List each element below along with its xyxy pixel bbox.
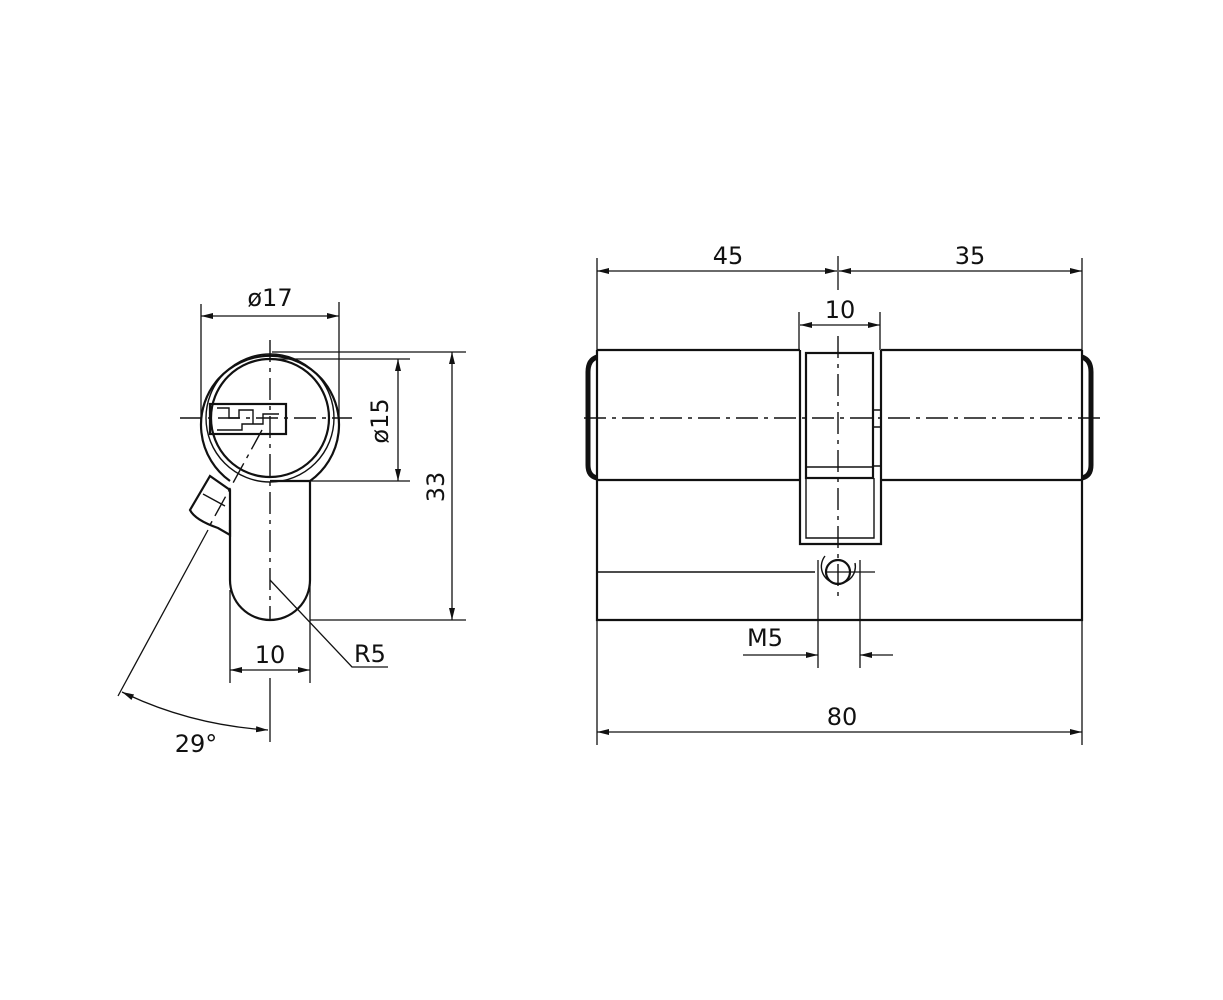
dimension-radius-5: R5	[269, 579, 388, 668]
threaded-hole	[820, 555, 875, 586]
dim-label-width-10: 10	[255, 641, 286, 669]
dimension-length-45: 45	[596, 242, 837, 350]
dim-label-total-80: 80	[827, 703, 858, 731]
dim-label-angle-29: 29°	[175, 730, 218, 758]
dimension-total-80: 80	[596, 620, 1083, 745]
dim-label-cam-width-10: 10	[825, 296, 856, 324]
dimension-cam-width-10: 10	[798, 296, 881, 350]
cylinder-body	[585, 348, 1094, 622]
dim-label-height-33: 33	[422, 472, 450, 503]
dim-label-length-35: 35	[955, 242, 986, 270]
dimension-diameter-15: ø15	[272, 358, 410, 482]
dimension-height-33: 33	[272, 351, 466, 621]
side-view: 45 35 10 M5 80	[584, 242, 1100, 745]
cylinder-profile	[188, 353, 341, 622]
dimension-diameter-17: ø17	[200, 284, 340, 420]
dimension-width-10: 10	[229, 585, 311, 683]
cam-slot	[798, 350, 883, 546]
dim-label-radius-5: R5	[354, 640, 386, 668]
center-lines	[180, 340, 352, 742]
dim-label-diameter-17: ø17	[247, 284, 292, 312]
dim-label-thread-m5: M5	[747, 624, 783, 652]
dimension-length-35: 35	[839, 242, 1083, 350]
dimension-thread-m5: M5	[743, 560, 893, 668]
dim-label-length-45: 45	[713, 242, 744, 270]
keyway	[208, 402, 288, 436]
dim-label-diameter-15: ø15	[366, 398, 394, 443]
dimension-angle-29: 29°	[117, 529, 269, 758]
front-view: ø17 ø15 33 10 R5 29°	[117, 284, 466, 758]
cam	[188, 474, 232, 537]
center-lines-side	[584, 256, 1100, 600]
